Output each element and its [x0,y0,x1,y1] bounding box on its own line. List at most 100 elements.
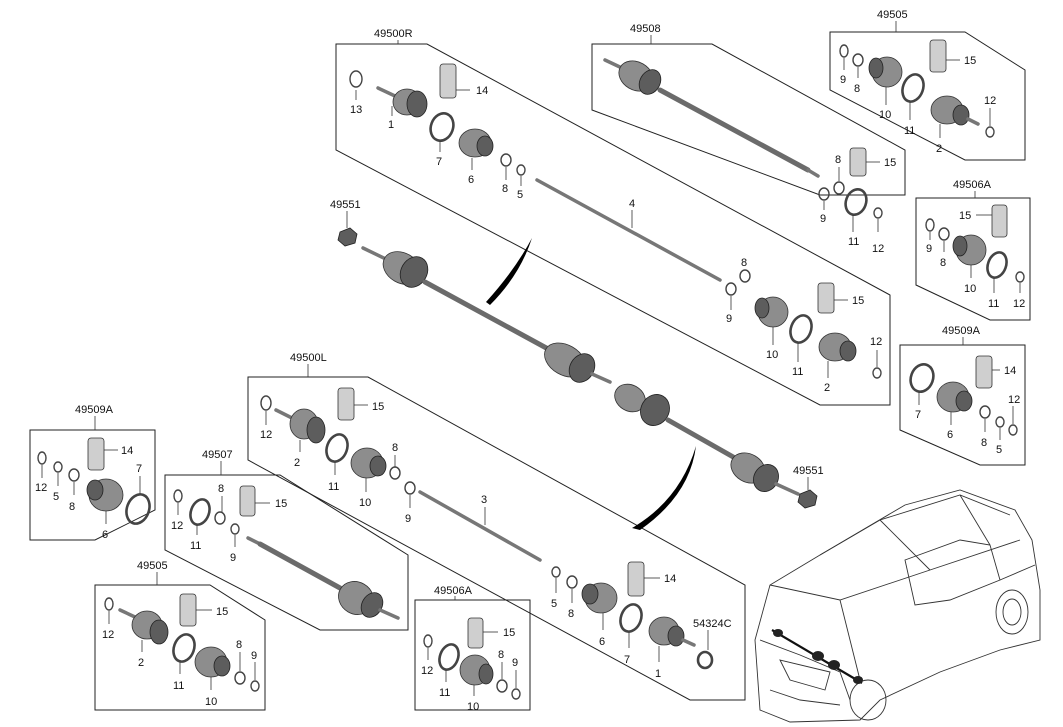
main-drive-shaft-assembly [337,227,818,509]
ref-10-49506r: 10 [964,283,976,295]
ref-8-49505t: 8 [854,83,860,95]
group-label-49505-top: 49505 [877,9,908,21]
ref-1-l: 1 [655,668,661,680]
ref-15-r: 15 [852,295,864,307]
group-49506A-right-parts: 9 8 10 15 11 12 [925,204,1025,310]
ref-12-49506r: 12 [1013,298,1025,310]
ref-11-49508: 11 [848,236,859,248]
ref-10-49505t: 10 [879,109,891,121]
ref-6-49509l: 6 [102,529,108,541]
ref-12-49509l: 12 [35,482,47,494]
ref-9-49506b: 9 [512,657,518,669]
ref-8-49509r: 8 [981,437,987,449]
frame-49508 [591,43,906,196]
frame-49505-top [829,31,1026,161]
nut-49551-top [337,227,358,247]
ref-15-49506b: 15 [503,627,515,639]
ref-14-r: 14 [476,85,488,97]
group-49500L-parts: 12 2 15 11 10 8 9 3 5 8 6 [260,387,732,680]
group-49500R-parts: 13 1 14 7 6 8 5 4 8 9 10 15 [349,63,882,394]
group-label-49506A-bottom: 49506A [434,585,473,597]
ref-8-49507: 8 [218,483,224,495]
ref-6-49509r: 6 [947,429,953,441]
group-49509A-left-parts: 12 5 8 14 6 7 [35,437,151,541]
ref-11-r: 11 [792,366,803,378]
ref-54324C: 54324C [693,618,732,630]
frame-49505-bottom [94,584,266,711]
ref-7-49509r: 7 [915,409,921,421]
ref-4: 4 [629,198,635,210]
ref-6-r: 6 [468,174,474,186]
ref-12-49509r: 12 [1008,394,1020,406]
ref-5-49509l: 5 [53,491,59,503]
frame-49500R [335,43,891,406]
ref-12-49507: 12 [171,520,183,532]
ref-3: 3 [481,494,487,506]
ref-8-49509l: 8 [69,501,75,513]
nut-49551-right [797,489,818,509]
ref-11-49505t: 11 [904,125,915,137]
group-49505-top-parts: 9 8 10 15 11 2 12 [839,39,996,155]
ref-12-49508: 12 [872,243,884,255]
ref-5-l: 5 [551,598,557,610]
group-49507-parts: 12 11 8 9 15 [171,483,400,620]
group-label-49509A-left: 49509A [75,404,114,416]
frame-49500L [247,376,746,701]
group-label-49551-top: 49551 [330,199,361,211]
ref-2-l: 2 [294,457,300,469]
group-49505-bottom-parts: 12 2 15 11 10 8 9 [102,593,260,708]
ref-14-l: 14 [664,573,676,585]
frame-49509A-right [899,344,1026,466]
group-label-49551-right: 49551 [793,465,824,477]
ref-10-r: 10 [766,349,778,361]
ref-15-49506r: 15 [959,210,971,222]
ref-15-l: 15 [372,401,384,413]
group-label-49500R: 49500R [374,28,413,40]
ref-7-49509l: 7 [136,463,142,475]
ref-11-49506r: 11 [988,298,999,310]
ref-8-49506r: 8 [940,257,946,269]
ref-8-l: 8 [392,442,398,454]
ref-5-49509r: 5 [996,444,1002,456]
ref-10-49505b: 10 [205,696,217,708]
ref-13: 13 [350,104,362,116]
group-label-49509A-right: 49509A [942,325,981,337]
ref-9-49506r: 9 [926,243,932,255]
ref-6-l: 6 [599,636,605,648]
ref-15-49505t: 15 [964,55,976,67]
frame-49509A-left [29,429,156,541]
ref-10-49506b: 10 [467,701,479,713]
ref-15-49507: 15 [275,498,287,510]
ref-2-49505t: 2 [936,143,942,155]
ref-12-l: 12 [260,429,272,441]
group-label-49508: 49508 [630,23,661,35]
ref-7-r: 7 [436,156,442,168]
group-label-49500L: 49500L [290,352,327,364]
ref-8-49506b: 8 [498,649,504,661]
ref-10-l: 10 [359,497,371,509]
ref-7-l: 7 [624,654,630,666]
ref-15-49508: 15 [884,157,896,169]
ref-14-49509r: 14 [1004,365,1016,377]
group-label-49507: 49507 [202,449,233,461]
group-label-49506A-right: 49506A [953,179,992,191]
ref-8-49508: 8 [835,154,841,166]
ref-1-r: 1 [388,119,394,131]
ref-9-r: 9 [726,313,732,325]
ref-9-49505b: 9 [251,650,257,662]
ref-12-r: 12 [870,336,882,348]
group-49508-parts: 8 9 15 11 12 [603,58,896,255]
ref-9-49505t: 9 [840,74,846,86]
ref-9-49507: 9 [230,552,236,564]
ref-12-49506b: 12 [421,665,433,677]
ref-9-l: 9 [405,513,411,525]
ref-5-r: 5 [517,189,523,201]
ref-12-49505b: 12 [102,629,114,641]
ref-8-49505b: 8 [236,639,242,651]
ref-8-l2: 8 [568,608,574,620]
ref-2-r: 2 [824,382,830,394]
ref-15-49505b: 15 [216,606,228,618]
connector-arrow-upper [486,238,532,305]
ref-12-49505t: 12 [984,95,996,107]
ref-14-49509l: 14 [121,445,133,457]
